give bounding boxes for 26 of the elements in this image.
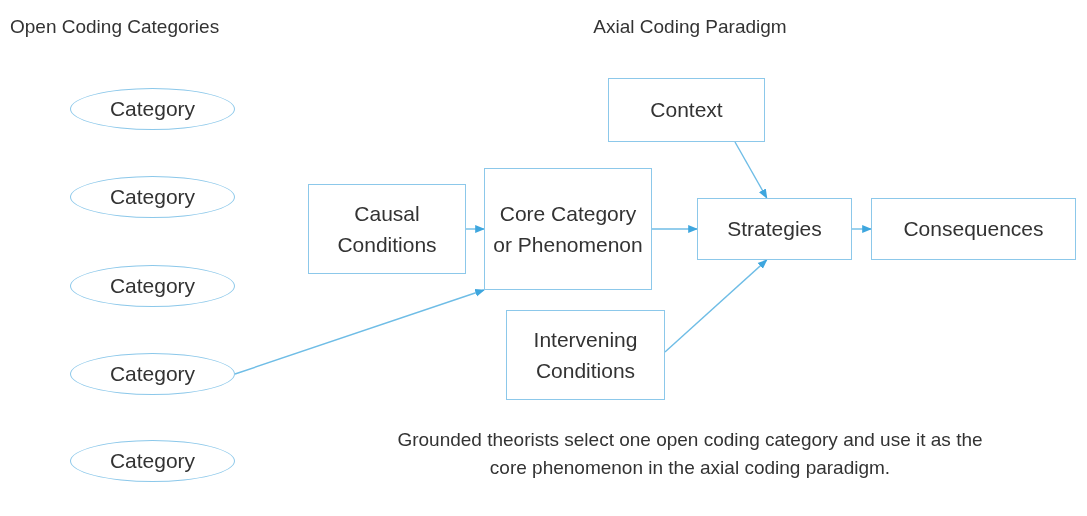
- node-text: Core Category or Phenomenon: [492, 200, 644, 258]
- concept-box: [506, 310, 665, 400]
- arrow: [234, 289, 485, 375]
- node-text: Category: [108, 96, 197, 123]
- caption: Grounded theorists select one open coding category and use it as the core phenomenon in the axial coding paradigm.: [396, 428, 984, 480]
- node-text: Intervening Conditions: [532, 326, 639, 384]
- concept-box: [697, 198, 852, 260]
- arrow: [734, 141, 768, 199]
- arrow: [465, 225, 485, 233]
- arrow: [664, 259, 768, 353]
- concept-box: [608, 78, 765, 142]
- arrow: [651, 225, 698, 233]
- node-text: Category: [108, 448, 197, 475]
- concept-box: [484, 168, 652, 290]
- concept-box: [871, 198, 1076, 260]
- section-heading: Axial Coding Paradigm: [593, 16, 787, 38]
- arrow: [851, 225, 872, 233]
- node-text: Category: [108, 361, 197, 388]
- section-heading: Open Coding Categories: [10, 16, 220, 38]
- node-text: Category: [108, 273, 197, 300]
- node-text: Consequences: [902, 216, 1045, 243]
- node-text: Strategies: [726, 216, 823, 243]
- concept-box: [308, 184, 466, 274]
- node-text: Category: [108, 184, 197, 211]
- node-text: Context: [649, 97, 724, 124]
- node-text: Causal Conditions: [336, 200, 438, 258]
